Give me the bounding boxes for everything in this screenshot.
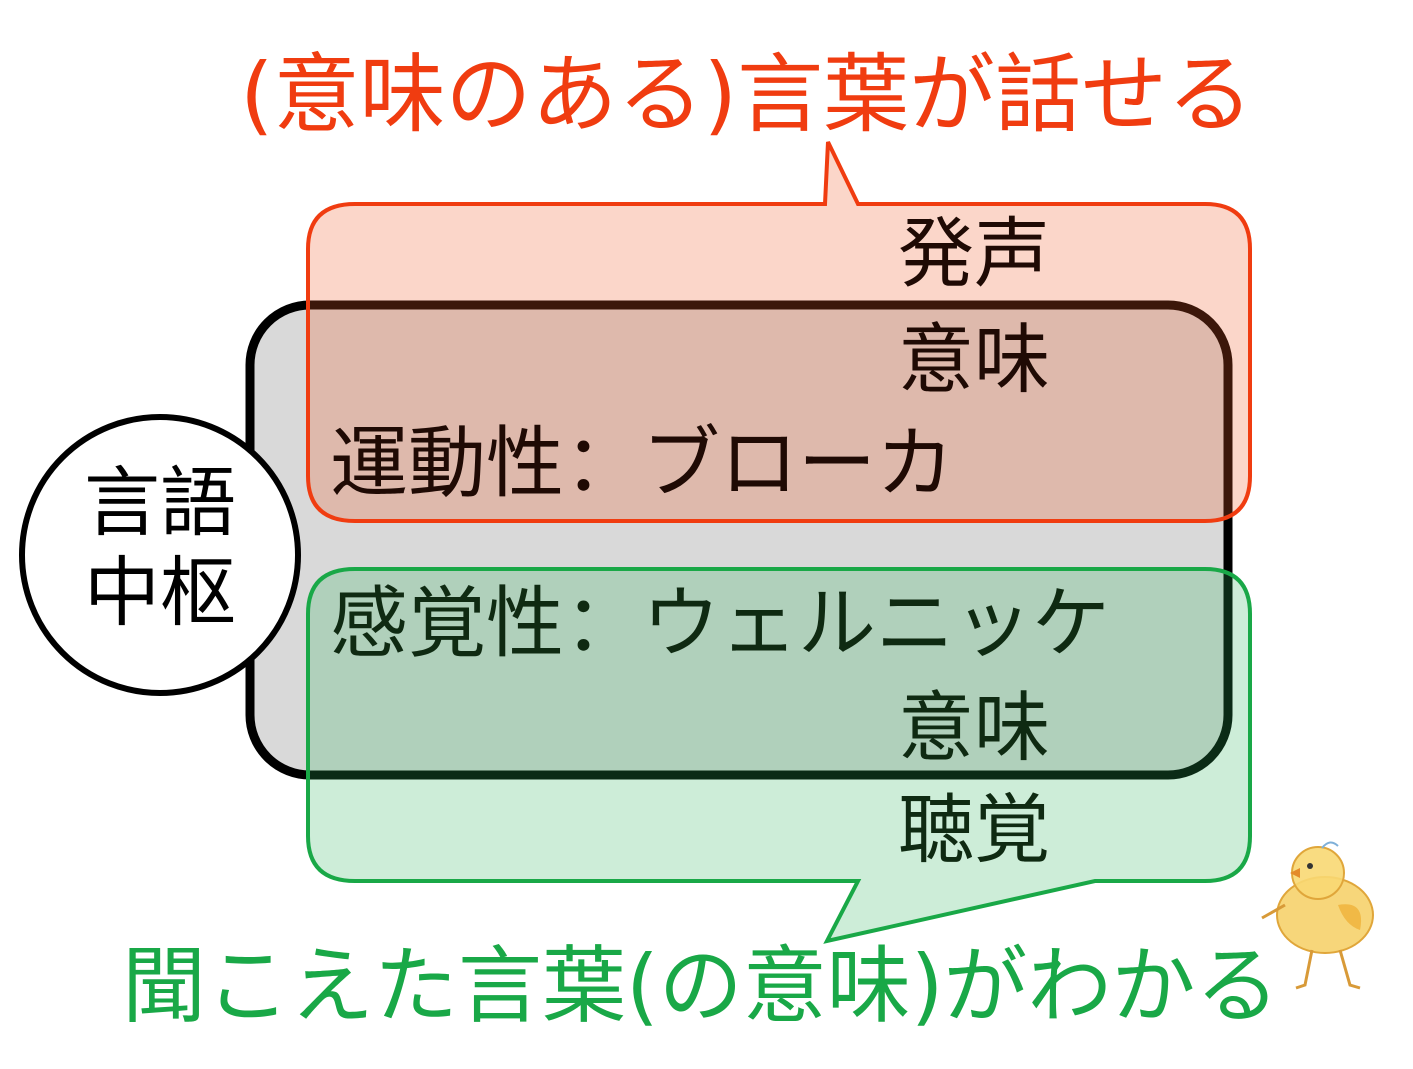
motor-label-meaning: 意味: [898, 315, 1050, 404]
center-label-line1: 言語: [84, 458, 236, 547]
sensory-label-meaning: 意味: [898, 683, 1050, 772]
sensory-label-hearing: 聴覚: [898, 785, 1050, 874]
chick-illustration: [1261, 841, 1374, 990]
center-label-line2: 中枢: [84, 548, 236, 637]
chick-arm: [1261, 903, 1286, 920]
sensory-callout: [306, 567, 1252, 944]
motor-callout: [306, 141, 1252, 523]
chick-wing: [1338, 904, 1362, 930]
title-understand: 聞こえた言葉(の意味)がわかる: [122, 937, 1280, 1035]
motor-label-vocalization: 発声: [898, 209, 1050, 298]
chick-tuft: [1321, 841, 1339, 849]
chick-leg-left: [1295, 949, 1314, 990]
motor-label-broca: 運動性：ブローカ: [330, 419, 955, 509]
center-circle: [19, 414, 301, 696]
chick-eye: [1307, 863, 1313, 869]
chick-leg-right: [1338, 949, 1361, 990]
title-speak: (意味のある)言葉が話せる: [240, 45, 1254, 145]
sensory-label-wernicke: 感覚性：ウェルニッケ: [330, 579, 1111, 669]
chick-beak: [1290, 868, 1300, 878]
